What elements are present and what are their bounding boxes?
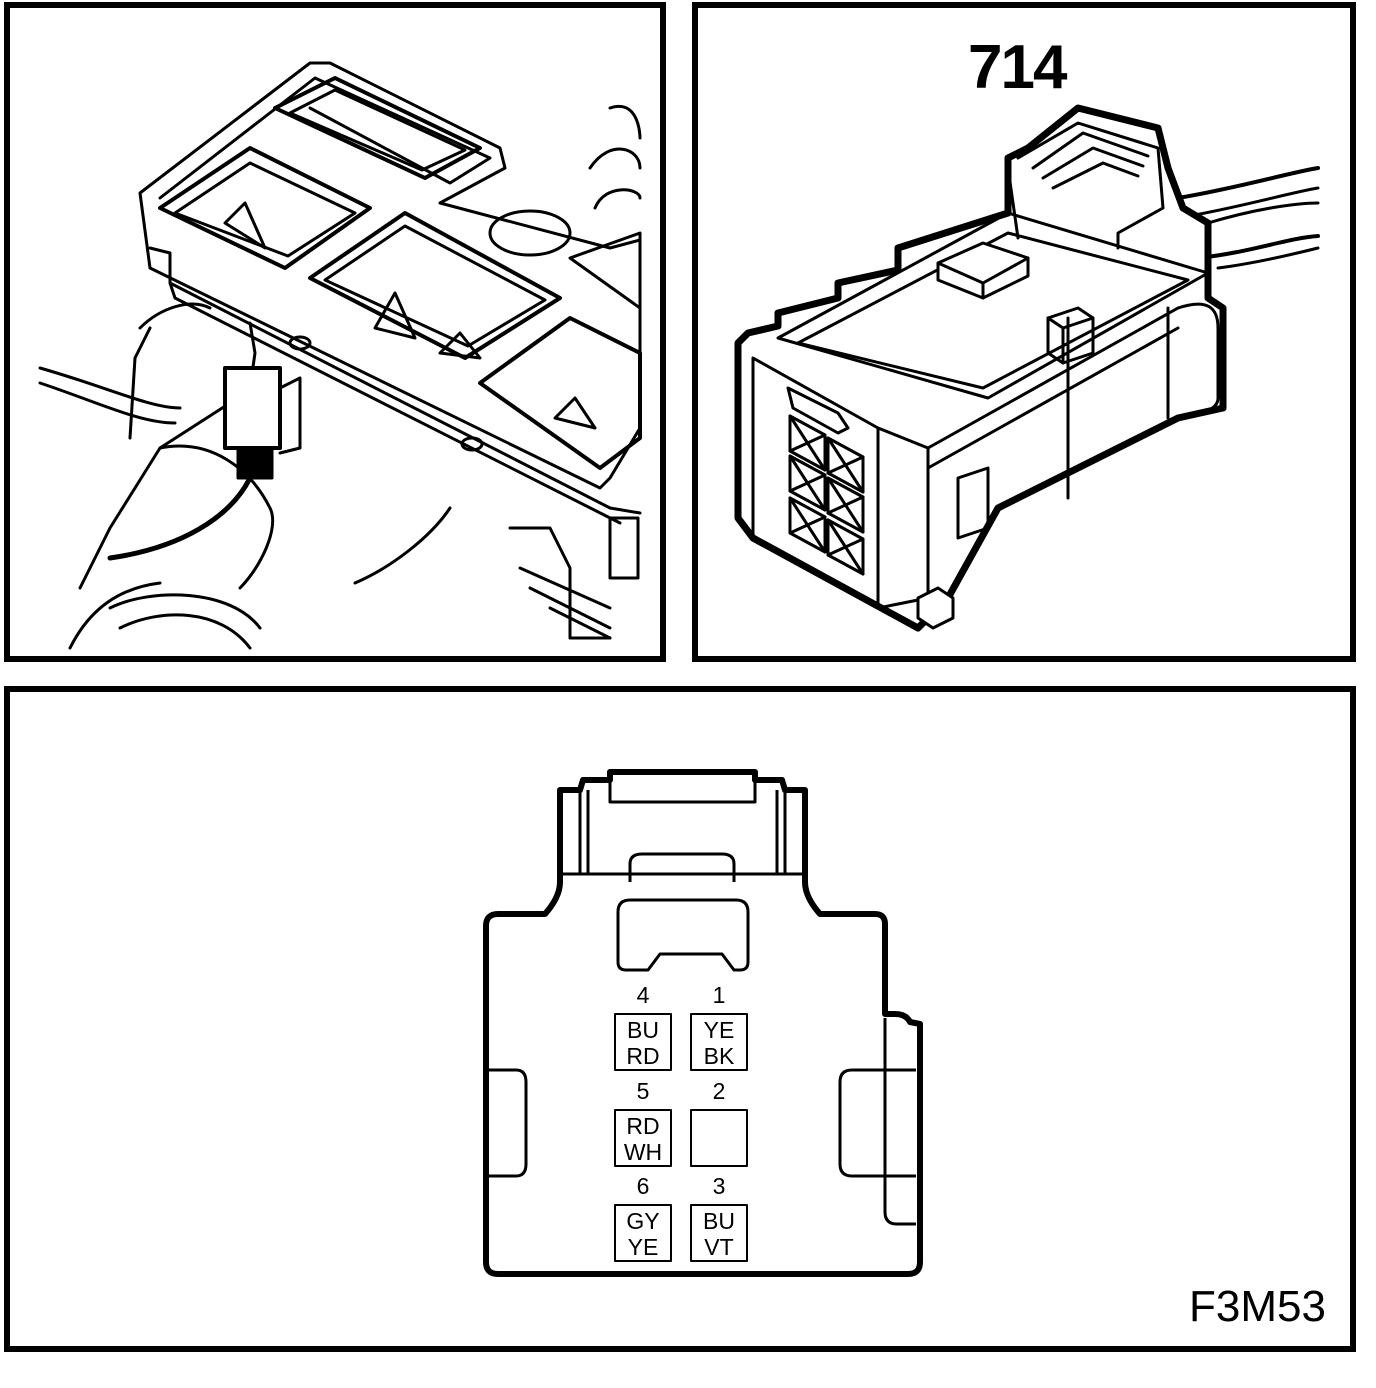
pin-wire-color: RD (626, 1043, 659, 1069)
pin-wire-color: YE (704, 1017, 735, 1043)
pin-wire-color: YE (628, 1234, 659, 1260)
pin-wire-color: RD (626, 1113, 659, 1139)
pin-number: 6 (637, 1173, 650, 1199)
pin-wire-color: BU (627, 1017, 659, 1043)
pin-wire-color: GY (626, 1208, 659, 1234)
pin-number: 1 (713, 982, 726, 1008)
connector-panel: 714 (692, 2, 1356, 662)
pin-number: 5 (637, 1078, 650, 1104)
pin-wire-color: BU (703, 1208, 735, 1234)
figure-code: F3M53 (1189, 1282, 1326, 1331)
pin-number: 4 (637, 982, 650, 1008)
connector-face-view: 4 1 5 2 6 3 BU RD YE BK RD WH GY YE BU V… (483, 769, 923, 1277)
face-view-panel: 4 1 5 2 6 3 BU RD YE BK RD WH GY YE BU V… (4, 686, 1356, 1352)
pin-wire-color: BK (704, 1043, 735, 1069)
pin-wire-color: WH (624, 1139, 662, 1165)
pin-number: 2 (713, 1078, 726, 1104)
location-panel (4, 2, 666, 662)
connector-location-illustration (38, 61, 642, 650)
connector-3d-illustration (734, 104, 1320, 632)
connector-number: 714 (968, 33, 1067, 102)
pin-number: 3 (713, 1173, 726, 1199)
pin-wire-color: VT (704, 1234, 733, 1260)
